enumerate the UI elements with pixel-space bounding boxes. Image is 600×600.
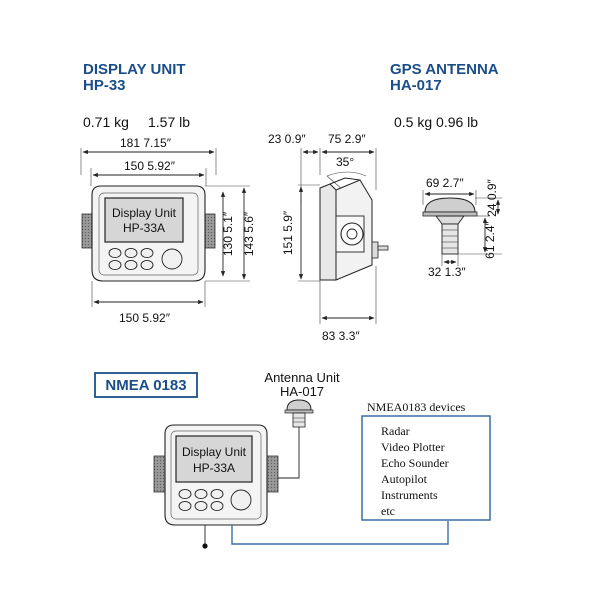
display-unit-model: HP-33 (83, 77, 126, 94)
nmea-cable (231, 521, 449, 545)
dim-antenna-top: 69 2.7″ (426, 176, 464, 190)
display-screen (104, 197, 184, 243)
device-item: Echo Sounder (381, 456, 449, 470)
dim-antenna-bottom: 32 1.3″ (428, 265, 466, 279)
display-unit-title: DISPLAY UNIT (83, 61, 186, 78)
front-view: 181 7.15″ 150 5.92″ Display Unit HP-33A (80, 136, 256, 325)
dim-antenna-right: 24 0.9″ (485, 178, 499, 216)
lower-knob (230, 489, 252, 511)
side-bezel (319, 183, 337, 281)
gps-antenna-title: GPS ANTENNA (390, 61, 499, 78)
left-bracket-knob (81, 213, 93, 249)
dim-front-top-inner: 150 5.92″ (124, 159, 176, 173)
tilt-angle: 35° (336, 155, 354, 169)
lower-right-bracket (266, 455, 279, 493)
side-view: 23 0.9″ 75 2.9″ 35° 151 5.9″ 83 3.3″ (268, 132, 389, 343)
lower-screen-line2: HP-33A (193, 461, 235, 475)
gps-antenna-model: HA-017 (390, 77, 442, 94)
lower-button (210, 488, 224, 500)
front-button (108, 259, 122, 271)
device-item: Radar (381, 424, 410, 438)
nmea-label-box (94, 372, 198, 398)
antenna-weight: 0.5 kg 0.96 lb (394, 114, 478, 130)
antenna-unit-line1: Antenna Unit (264, 370, 340, 385)
dim-front-right-inner: 130 5.1″ (221, 211, 235, 256)
dim-front-right-outer: 143 5.6″ (242, 211, 256, 256)
device-item: Instruments (381, 488, 438, 502)
lower-left-bracket (153, 455, 166, 493)
antenna-symbol (286, 399, 312, 411)
antenna-mast (441, 223, 459, 255)
front-button (140, 247, 154, 259)
front-screen-line1: Display Unit (112, 206, 177, 220)
front-button (108, 247, 122, 259)
devices-box (361, 415, 491, 521)
side-knob (340, 222, 364, 246)
antenna-dome (424, 197, 476, 213)
device-item: Autopilot (381, 472, 428, 486)
power-terminal (202, 543, 208, 549)
dim-side-bottom: 83 3.3″ (322, 329, 360, 343)
lower-button (210, 500, 224, 512)
dim-front-bottom: 150 5.92″ (119, 311, 171, 325)
lower-display-screen (175, 435, 253, 483)
nmea-label: NMEA 0183 (105, 377, 186, 394)
antenna-unit-line2: HA-017 (280, 384, 324, 399)
side-connector (377, 245, 389, 251)
dim-front-top-outer: 181 7.15″ (120, 136, 172, 150)
devices-title: NMEA0183 devices (367, 400, 466, 414)
device-item: Video Plotter (381, 440, 445, 454)
antenna-view: 69 2.7″ 32 1.3″ 61 2.4″ 24 0.9″ (422, 176, 502, 279)
device-item: etc (381, 504, 395, 518)
dim-side-top-left: 23 0.9″ (268, 132, 306, 146)
connection-diagram: NMEA 0183 Antenna Unit HA-017 Display Un… (94, 370, 491, 549)
front-knob (161, 248, 183, 270)
front-button (124, 259, 138, 271)
dim-antenna-left: 61 2.4″ (483, 220, 497, 258)
lower-button (194, 500, 208, 512)
right-bracket-knob (204, 213, 216, 249)
dim-side-top-right: 75 2.9″ (328, 132, 366, 146)
front-button (140, 259, 154, 271)
front-button (124, 247, 138, 259)
dim-side-left: 151 5.9″ (281, 210, 295, 255)
lower-screen-line1: Display Unit (182, 445, 247, 459)
display-weight-lb: 1.57 lb (148, 114, 190, 130)
display-weight-kg: 0.71 kg (83, 114, 129, 130)
lower-button (178, 500, 192, 512)
front-screen-line2: HP-33A (123, 221, 165, 235)
lower-button (178, 488, 192, 500)
lower-button (194, 488, 208, 500)
